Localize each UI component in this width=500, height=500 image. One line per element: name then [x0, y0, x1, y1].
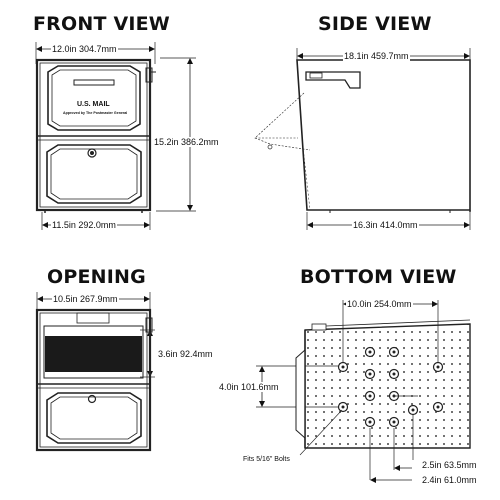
opening-drawing [35, 292, 155, 452]
front-height-label: 15.2in 386.2mm [153, 137, 220, 147]
front-width-bottom-label: 11.5in 292.0mm [51, 220, 117, 230]
bottom-view-drawing [256, 300, 471, 483]
opening-height-label: 3.6in 92.4mm [157, 349, 214, 359]
bolt-offset-b-label: 2.4in 61.0mm [421, 475, 478, 485]
side-depth-top-label: 18.1in 459.7mm [343, 51, 410, 61]
side-depth-bottom-label: 16.3in 414.0mm [352, 220, 419, 230]
bolt-span-y-label: 4.0in 101.6mm [218, 382, 280, 392]
door-mail-label: U.S. MAIL [77, 101, 110, 108]
front-width-top-label: 12.0in 304.7mm [51, 44, 118, 54]
bolt-span-x-label: 10.0in 254.0mm [346, 299, 413, 309]
front-view-drawing [35, 42, 196, 230]
bolt-note-label: Fits 5/16" Bolts [243, 456, 290, 463]
bottom-view-title: BOTTOM VIEW [300, 266, 457, 288]
bolt-offset-a-label: 2.5in 63.5mm [421, 460, 478, 470]
front-view-title: FRONT VIEW [33, 13, 170, 35]
door-mail-sublabel: Approved by The Postmaster General [63, 111, 128, 115]
side-view-drawing [254, 48, 471, 230]
opening-width-label: 10.5in 267.9mm [52, 294, 119, 304]
side-view-title: SIDE VIEW [318, 13, 432, 35]
opening-title: OPENING [47, 266, 146, 288]
